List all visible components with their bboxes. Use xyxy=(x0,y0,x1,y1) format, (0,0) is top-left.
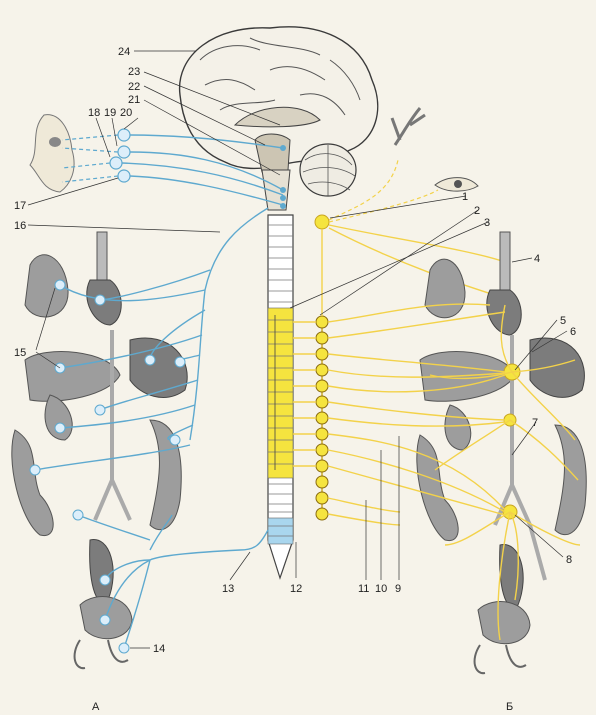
label-3: 3 xyxy=(484,217,490,229)
panel-label-a: А xyxy=(92,701,100,713)
submandibular-ganglion xyxy=(110,157,122,169)
label-4: 4 xyxy=(534,253,540,265)
vagus-nerve xyxy=(190,208,268,440)
vessel-right xyxy=(392,108,425,145)
label-23: 23 xyxy=(128,66,140,78)
label-14: 14 xyxy=(153,643,165,655)
label-8: 8 xyxy=(566,554,572,566)
sympathetic-trunk xyxy=(293,215,329,520)
descending-colon-right xyxy=(555,425,586,535)
label-18: 18 xyxy=(88,107,100,119)
stomach-right xyxy=(530,338,584,397)
label-17: 17 xyxy=(14,200,26,212)
panel-label-b: Б xyxy=(506,701,513,713)
colon-left xyxy=(12,430,53,536)
label-15: 15 xyxy=(14,347,26,359)
otic-ganglion xyxy=(118,170,130,182)
pelvic-nerve xyxy=(150,530,268,560)
label-2: 2 xyxy=(474,205,480,217)
sacral-segment xyxy=(268,518,293,544)
cerebellum xyxy=(300,144,356,196)
label-7: 7 xyxy=(532,417,538,429)
label-10: 10 xyxy=(375,583,387,595)
lung-right xyxy=(425,259,465,318)
liver-left xyxy=(25,352,120,402)
ciliary-ganglion xyxy=(118,129,130,141)
label-6: 6 xyxy=(570,326,576,338)
superior-cervical-ganglion xyxy=(315,215,329,229)
thoracolumbar-segment xyxy=(268,308,293,478)
label-24: 24 xyxy=(118,46,130,58)
label-16: 16 xyxy=(14,220,26,232)
label-20: 20 xyxy=(120,107,132,119)
pterygopalatine-ganglion xyxy=(118,146,130,158)
rectum-left xyxy=(90,540,114,602)
trachea-right xyxy=(500,232,510,292)
spinal-cord xyxy=(268,215,293,578)
label-11: 11 xyxy=(358,583,369,595)
head-profile xyxy=(30,115,74,192)
label-19: 19 xyxy=(104,107,116,119)
kidney-right xyxy=(445,405,471,450)
label-21: 21 xyxy=(128,94,140,106)
label-1: 1 xyxy=(462,191,468,203)
label-13: 13 xyxy=(222,583,234,595)
label-22: 22 xyxy=(128,81,140,93)
genitals-right xyxy=(475,645,526,673)
label-9: 9 xyxy=(395,583,401,595)
colon-right xyxy=(417,435,458,541)
eye xyxy=(49,137,61,147)
bladder-right xyxy=(478,602,530,644)
label-5: 5 xyxy=(560,315,566,327)
label-12: 12 xyxy=(290,583,302,595)
stomach-left xyxy=(130,338,187,397)
genitals-left xyxy=(75,640,128,668)
